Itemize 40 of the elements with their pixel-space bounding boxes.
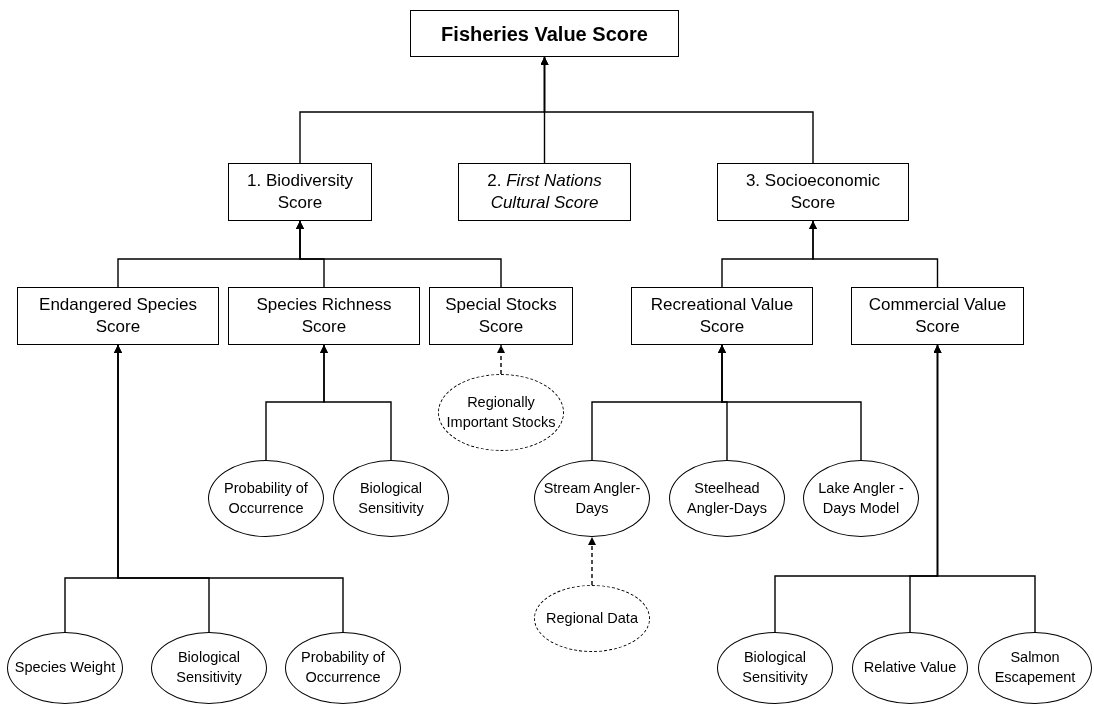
score-box [851, 287, 1024, 345]
node-label: Relative Value [863, 658, 957, 678]
arrow [296, 220, 502, 288]
node-label: Fisheries Value Score [441, 21, 648, 47]
node-label: Regionally Important Stocks [445, 392, 557, 432]
node-label: Lake Angler -Days Model [817, 478, 905, 518]
node-label: Special Stocks Score [444, 293, 558, 338]
score-box [631, 287, 813, 345]
node-label: Salmon Escapement [993, 648, 1077, 687]
title-box [410, 10, 679, 57]
arrow [718, 344, 862, 461]
node-label: Probability of Occurrence [223, 478, 309, 518]
arrow [114, 344, 344, 633]
node-label: Recreational Value Score [649, 293, 795, 338]
arrow [540, 56, 814, 164]
node-label: 2. First Nations Cultural Score [486, 169, 603, 214]
node-label: 3. Socioeconomic Score [744, 169, 882, 214]
dashed-arrow [588, 536, 596, 586]
node-label: Steelhead Angler-Days [686, 478, 768, 518]
node-label: Commercial Value Score [867, 293, 1008, 338]
arrow [320, 344, 392, 461]
score-box [17, 287, 219, 345]
score-box [717, 163, 909, 221]
node-label: Species Richness Score [255, 293, 393, 338]
arrow [933, 344, 1036, 633]
node-label: Probability of Occurrence [300, 648, 386, 687]
score-box [458, 163, 631, 221]
node-label: Species Weight [14, 658, 116, 678]
node-label: Biological Sensitivity [357, 478, 425, 518]
dashed-arrow [497, 344, 505, 375]
score-box [228, 163, 372, 221]
score-box [228, 287, 420, 345]
node-label: 1. Biodiversity Score [246, 169, 354, 214]
node-label: Biological Sensitivity [741, 648, 809, 687]
score-box [429, 287, 573, 345]
arrow [809, 220, 939, 288]
node-label: Biological Sensitivity [175, 648, 243, 687]
node-label: Stream Angler-Days [542, 478, 642, 518]
node-label: Regional Data [546, 608, 638, 628]
node-label: Endangered Species Score [38, 293, 198, 338]
